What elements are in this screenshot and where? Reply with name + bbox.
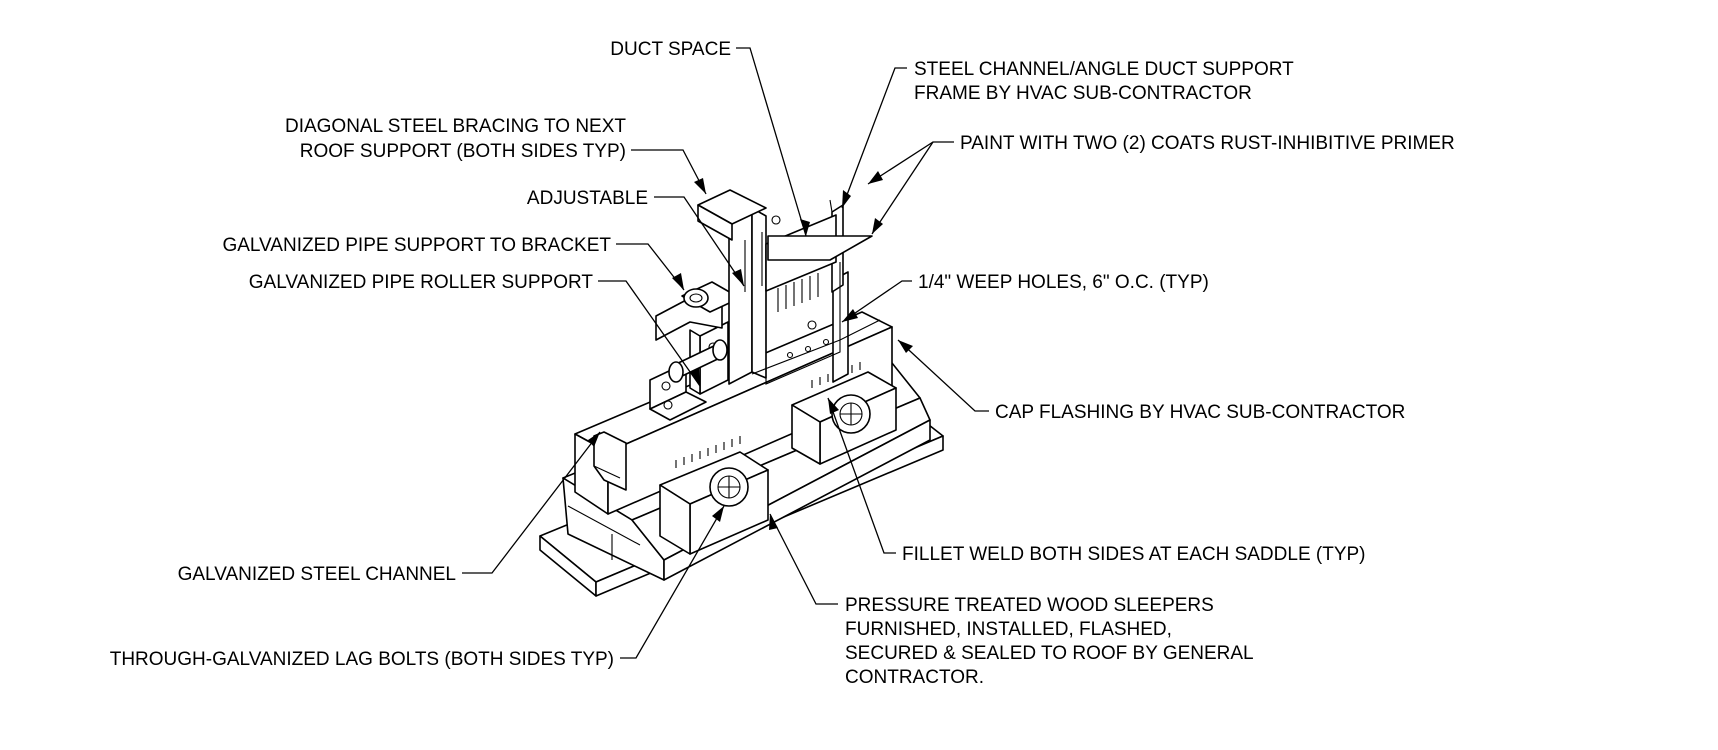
channel-top-edge [751, 319, 881, 375]
diagonal-bracing-leader [631, 149, 707, 195]
lag-bolts-label: THROUGH-GALVANIZED LAG BOLTS (BOTH SIDES… [110, 649, 614, 670]
adjustable-leader [654, 196, 745, 287]
pipe-roller-label: GALVANIZED PIPE ROLLER SUPPORT [249, 272, 594, 293]
vertical-channel-left [697, 189, 781, 385]
pipe-roller-leader [598, 280, 701, 387]
cap-flashing-label: CAP FLASHING BY HVAC SUB-CONTRACTOR [995, 402, 1405, 423]
paint-leader-b [871, 141, 934, 235]
lag-bolt-rear [831, 394, 871, 434]
sleepers-label-line3: SECURED & SEALED TO ROOF BY GENERAL [845, 643, 1254, 664]
support-frame-label-line2: FRAME BY HVAC SUB-CONTRACTOR [914, 83, 1252, 104]
paint-label: PAINT WITH TWO (2) COATS RUST-INHIBITIVE… [960, 133, 1455, 154]
diagonal-bracing-label-line1: DIAGONAL STEEL BRACING TO NEXT [285, 116, 626, 137]
weep-holes-label: 1/4" WEEP HOLES, 6" O.C. (TYP) [918, 272, 1209, 293]
sleepers-label-line1: PRESSURE TREATED WOOD SLEEPERS [845, 595, 1214, 616]
leader-lines [462, 47, 989, 659]
support-frame-leader [841, 67, 907, 209]
pipe-support-leader [616, 243, 685, 291]
lag-bolts-leader [620, 505, 725, 659]
callout-labels: DUCT SPACE STEEL CHANNEL/ANGLE DUCT SUPP… [110, 39, 1455, 688]
pipe-roller [668, 339, 728, 383]
leader-arrowheads [588, 171, 913, 530]
fillet-weld-leader [827, 397, 896, 554]
duct-space-leader [736, 47, 807, 237]
lag-bolt-front [709, 467, 749, 507]
adjustable-label: ADJUSTABLE [527, 188, 648, 209]
duct-support-frame [744, 214, 873, 385]
weep-holes-leader [841, 280, 912, 323]
pipe-support-label: GALVANIZED PIPE SUPPORT TO BRACKET [222, 235, 611, 256]
sleepers-label-line2: FURNISHED, INSTALLED, FLASHED, [845, 619, 1172, 640]
diagonal-bracing-label-line2: ROOF SUPPORT (BOTH SIDES TYP) [300, 141, 626, 162]
sleepers-leader [769, 513, 838, 605]
cap-flashing-leader [897, 339, 989, 412]
duct-space-label: DUCT SPACE [610, 39, 731, 60]
steel-channel-label: GALVANIZED STEEL CHANNEL [178, 564, 456, 585]
fillet-weld-label: FILLET WELD BOTH SIDES AT EACH SADDLE (T… [902, 544, 1366, 565]
steel-channel-leader [462, 431, 601, 574]
sleepers-label-line4: CONTRACTOR. [845, 667, 984, 688]
support-frame-label-line1: STEEL CHANNEL/ANGLE DUCT SUPPORT [914, 59, 1294, 80]
pipe-support [655, 281, 741, 341]
